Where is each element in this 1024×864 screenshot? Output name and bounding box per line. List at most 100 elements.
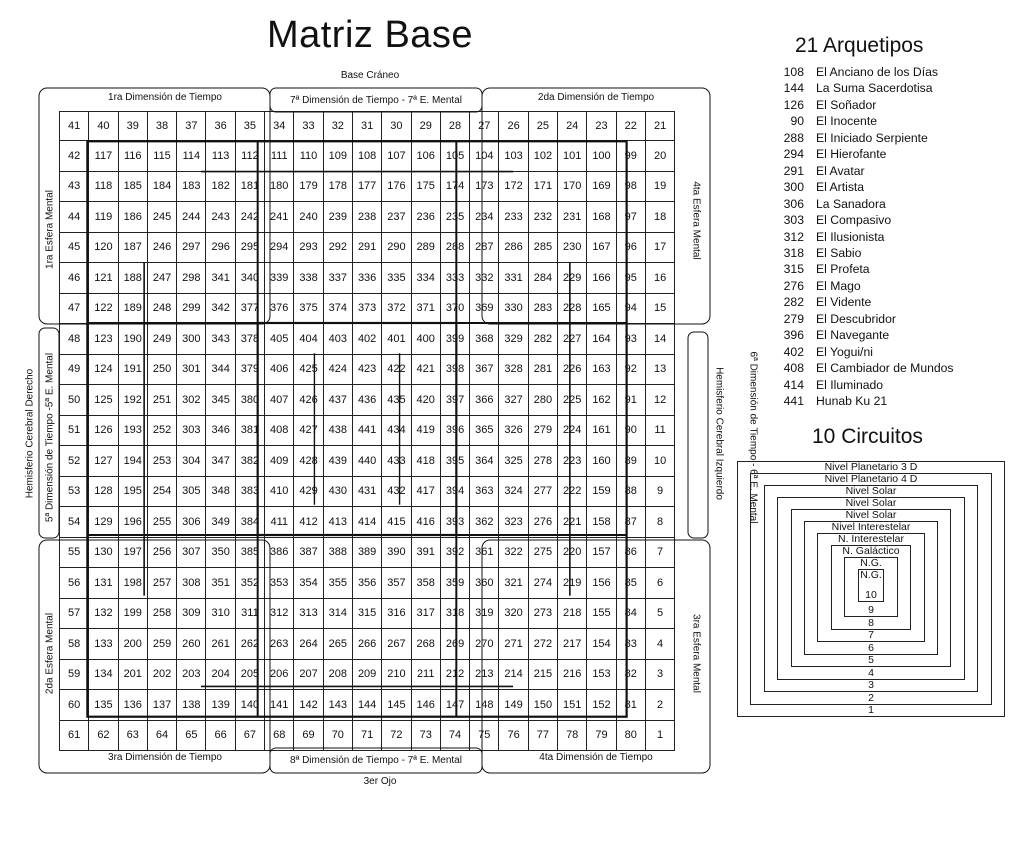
matrix-cell: 379 <box>234 353 266 385</box>
matrix-cell: 125 <box>88 384 119 416</box>
arquetipo-name: El Iluminado <box>816 377 884 392</box>
matrix-cell: 419 <box>410 414 441 446</box>
matrix-cell: 398 <box>439 353 471 385</box>
matrix-cell: 432 <box>381 475 412 507</box>
matrix-cell: 295 <box>234 231 266 263</box>
matrix-cell: 346 <box>205 414 236 446</box>
matrix-cell: 140 <box>234 689 266 721</box>
matrix-cell: 32 <box>322 111 353 141</box>
matrix-cell: 296 <box>205 231 236 263</box>
matrix-cell: 163 <box>586 353 617 385</box>
matrix-cell: 360 <box>469 567 500 599</box>
matrix-cell: 176 <box>381 170 412 202</box>
matrix-cell: 350 <box>205 536 236 568</box>
matrix-cell: 210 <box>381 658 412 690</box>
matrix-cell: 130 <box>88 536 119 568</box>
matrix-cell: 215 <box>527 658 559 690</box>
matrix-cell: 141 <box>264 689 295 721</box>
matrix-cell: 415 <box>381 506 412 538</box>
matrix-cell: 333 <box>439 262 471 294</box>
matrix-cell: 235 <box>439 201 471 233</box>
matrix-cell: 41 <box>58 111 90 141</box>
matrix-cell: 294 <box>264 231 295 263</box>
matrix-cell: 303 <box>176 414 207 446</box>
matrix-cell: 162 <box>586 384 617 416</box>
label-tercer-ojo: 3er Ojo <box>363 776 397 787</box>
matrix-cell: 102 <box>527 140 559 172</box>
matrix-cell: 28 <box>439 111 471 141</box>
matrix-cell: 408 <box>264 414 295 446</box>
matrix-cell: 301 <box>176 353 207 385</box>
matrix-cell: 437 <box>322 384 353 416</box>
matrix-cell: 427 <box>293 414 324 446</box>
matrix-cell: 310 <box>205 597 236 629</box>
matrix-cell: 106 <box>410 140 441 172</box>
matrix-cell: 219 <box>557 567 588 599</box>
matrix-cell: 399 <box>439 323 471 355</box>
matrix-cell: 134 <box>88 658 119 690</box>
matrix-cell: 194 <box>117 445 148 477</box>
matrix-cell: 236 <box>410 201 441 233</box>
matrix-cell: 293 <box>293 231 324 263</box>
matrix-cell: 200 <box>117 628 148 660</box>
matrix-cell: 240 <box>293 201 324 233</box>
arquetipo-number: 315 <box>783 262 804 277</box>
matrix-cell: 305 <box>176 475 207 507</box>
matrix-cell: 98 <box>615 170 646 202</box>
matrix-cell: 55 <box>58 536 90 568</box>
matrix-cell: 441 <box>351 414 383 446</box>
matrix-cell: 43 <box>58 170 90 202</box>
matrix-cell: 403 <box>322 323 353 355</box>
matrix-cell: 347 <box>205 445 236 477</box>
matrix-cell: 23 <box>586 111 617 141</box>
matrix-cell: 227 <box>557 323 588 355</box>
circuito-level-label: Nivel Interestelar <box>831 520 911 533</box>
matrix-cell: 255 <box>146 506 178 538</box>
matrix-cell: 266 <box>351 628 383 660</box>
matrix-cell: 81 <box>615 689 646 721</box>
matrix-cell: 126 <box>88 414 119 446</box>
matrix-cell: 250 <box>146 353 178 385</box>
matrix-cell: 108 <box>351 140 383 172</box>
matrix-cell: 344 <box>205 353 236 385</box>
matrix-cell: 117 <box>88 140 119 172</box>
matrix-cell: 52 <box>58 445 90 477</box>
matrix-cell: 50 <box>58 384 90 416</box>
arquetipo-number: 402 <box>783 344 804 359</box>
matrix-cell: 203 <box>176 658 207 690</box>
matrix-cell: 196 <box>117 506 148 538</box>
matrix-cell: 92 <box>615 353 646 385</box>
circuito-number-label: 9 <box>868 604 874 616</box>
matrix-cell: 409 <box>264 445 295 477</box>
matrix-cell: 416 <box>410 506 441 538</box>
arquetipo-name: Hunab Ku 21 <box>816 394 888 409</box>
matrix-cell: 48 <box>58 323 90 355</box>
matrix-cell: 208 <box>322 658 353 690</box>
circuito-number-label: 8 <box>868 616 874 629</box>
matrix-cell: 166 <box>586 262 617 294</box>
matrix-cell: 154 <box>586 628 617 660</box>
arquetipo-number: 294 <box>783 147 804 162</box>
matrix-cell: 18 <box>644 201 676 233</box>
matrix-cell: 254 <box>146 475 178 507</box>
matrix-cell: 205 <box>234 658 266 690</box>
matrix-cell: 324 <box>498 475 529 507</box>
circuito-ring <box>777 497 965 680</box>
matrix-cell: 298 <box>176 262 207 294</box>
matrix-cell: 26 <box>498 111 529 141</box>
matrix-cell: 70 <box>322 719 353 751</box>
matrix-cell: 311 <box>234 597 266 629</box>
matrix-cell: 40 <box>88 111 119 141</box>
matrix-cell: 171 <box>527 170 559 202</box>
matrix-cell: 392 <box>439 536 471 568</box>
matrix-cell: 217 <box>557 628 588 660</box>
matrix-cell: 96 <box>615 231 646 263</box>
matrix-cell: 391 <box>410 536 441 568</box>
